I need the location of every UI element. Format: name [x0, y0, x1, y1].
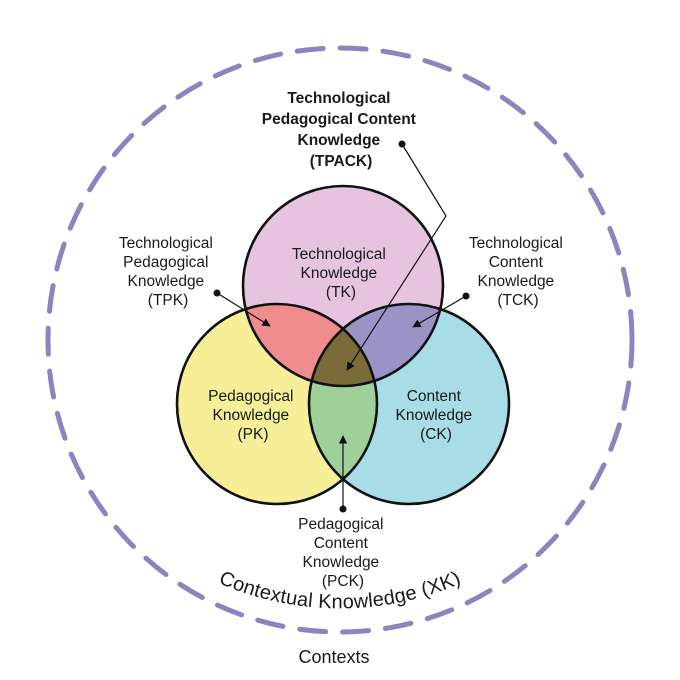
- tpack-label-line-3: Knowledge: [298, 132, 381, 149]
- pck-label-line-4: (PCK): [322, 573, 364, 590]
- tck-label-line-2: Content: [489, 254, 544, 271]
- tk-label: Technological Knowledge (TK): [292, 246, 390, 301]
- pk-label: Pedagogical Knowledge (PK): [208, 388, 298, 443]
- tck-label-line-4: (TCK): [497, 292, 538, 309]
- tpack-label-line-2: Pedagogical Content: [262, 111, 416, 128]
- pck-label: Pedagogical Content Knowledge (PCK): [298, 516, 388, 590]
- ck-label-line-2: Knowledge: [395, 407, 472, 424]
- tpack-label-line-4: (TPACK): [310, 153, 373, 170]
- tpack-label: Technological Pedagogical Content Knowle…: [262, 90, 420, 170]
- ck-label-line-1: Content: [407, 388, 462, 405]
- tck-label-line-3: Knowledge: [477, 273, 554, 290]
- contexts-label: Contexts: [298, 647, 369, 667]
- tpk-label-line-2: Pedagogical: [123, 254, 208, 271]
- tpk-label-line-1: Technological: [119, 235, 213, 252]
- pk-label-line-1: Pedagogical: [208, 388, 293, 405]
- tck-label-line-1: Technological: [469, 235, 563, 252]
- pk-label-line-3: (PK): [238, 426, 269, 443]
- tpk-label-line-4: (TPK): [148, 292, 188, 309]
- ck-label: Content Knowledge (CK): [395, 388, 476, 443]
- tk-label-line-2: Knowledge: [300, 265, 377, 282]
- pck-label-line-3: Knowledge: [302, 554, 379, 571]
- context-ring: [45, 45, 635, 635]
- ck-outline: [307, 302, 511, 506]
- tpack-overlap-region: [309, 304, 377, 386]
- tpk-label: Technological Pedagogical Knowledge (TPK…: [119, 235, 217, 309]
- pck-label-line-2: Content: [314, 535, 369, 552]
- tpack-label-line-1: Technological: [287, 90, 390, 107]
- pck-label-line-1: Pedagogical: [298, 516, 383, 533]
- tk-label-line-1: Technological: [292, 246, 386, 263]
- tk-label-line-3: (TK): [326, 284, 356, 301]
- tk-outline: [241, 184, 445, 388]
- tpk-pointer: [213, 289, 271, 327]
- ck-label-line-3: (CK): [420, 426, 452, 443]
- tck-label: Technological Content Knowledge (TCK): [469, 235, 567, 309]
- tpack-pointer: [346, 140, 447, 371]
- pk-label-line-2: Knowledge: [212, 407, 289, 424]
- pck-pointer: [338, 435, 348, 513]
- tpk-label-line-3: Knowledge: [127, 273, 204, 290]
- tck-pointer: [412, 292, 470, 328]
- pk-outline: [175, 302, 379, 506]
